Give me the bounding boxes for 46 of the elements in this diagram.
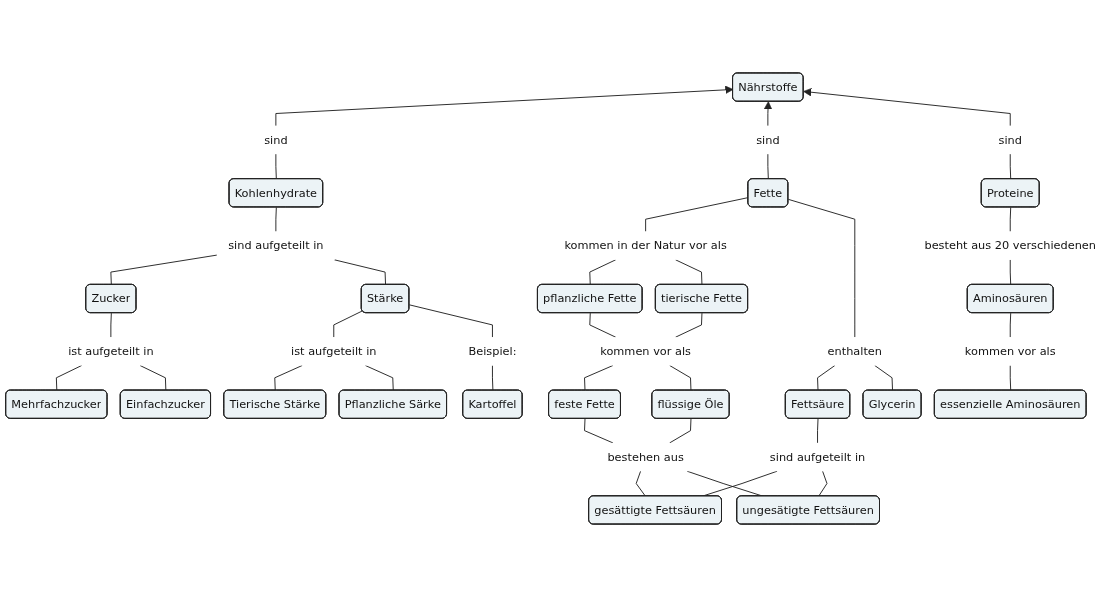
node-text: sind xyxy=(264,133,288,147)
connector xyxy=(364,365,394,391)
node-text: sind xyxy=(998,133,1022,147)
connector xyxy=(645,197,749,232)
node-text: enthalten xyxy=(827,344,883,358)
connector xyxy=(55,365,83,391)
connector xyxy=(635,470,646,497)
connector xyxy=(275,153,277,180)
connector xyxy=(874,365,893,391)
node-text: sind aufgeteilt in xyxy=(228,239,324,253)
connector xyxy=(818,470,828,497)
connector xyxy=(787,198,856,338)
connector xyxy=(1009,259,1012,286)
connector xyxy=(491,365,494,391)
connector xyxy=(1009,206,1012,232)
node-text: ist aufgeteilt in xyxy=(291,344,377,358)
node-text: sind xyxy=(756,133,780,147)
connector xyxy=(110,312,112,338)
connector xyxy=(767,153,769,180)
connector xyxy=(584,365,614,391)
connector xyxy=(669,418,692,444)
connector xyxy=(584,418,614,444)
connector xyxy=(817,418,819,444)
connector xyxy=(275,206,277,232)
connector xyxy=(669,365,692,391)
connector xyxy=(589,259,617,286)
node-text: sind aufgeteilt in xyxy=(769,450,866,464)
node-text: besteht aus 20 verschiedenen xyxy=(924,239,1097,253)
connector xyxy=(1009,153,1012,180)
node-text: ist aufgeteilt in xyxy=(68,344,154,358)
node-text: Beispiel: xyxy=(468,344,517,358)
node-text: kommen in der Natur vor als xyxy=(564,239,727,253)
connector xyxy=(333,310,363,338)
connector xyxy=(675,312,703,338)
connector xyxy=(589,312,617,338)
connector xyxy=(1009,312,1012,338)
node-text: bestehen aus xyxy=(607,450,684,464)
connector xyxy=(333,259,387,286)
connector xyxy=(1009,365,1012,391)
connector xyxy=(675,259,703,286)
node-text: kommen vor als xyxy=(964,344,1056,358)
connector xyxy=(274,365,303,391)
connector xyxy=(408,304,493,338)
connector xyxy=(110,254,218,286)
node-text: kommen vor als xyxy=(600,344,692,358)
connector xyxy=(139,365,167,391)
